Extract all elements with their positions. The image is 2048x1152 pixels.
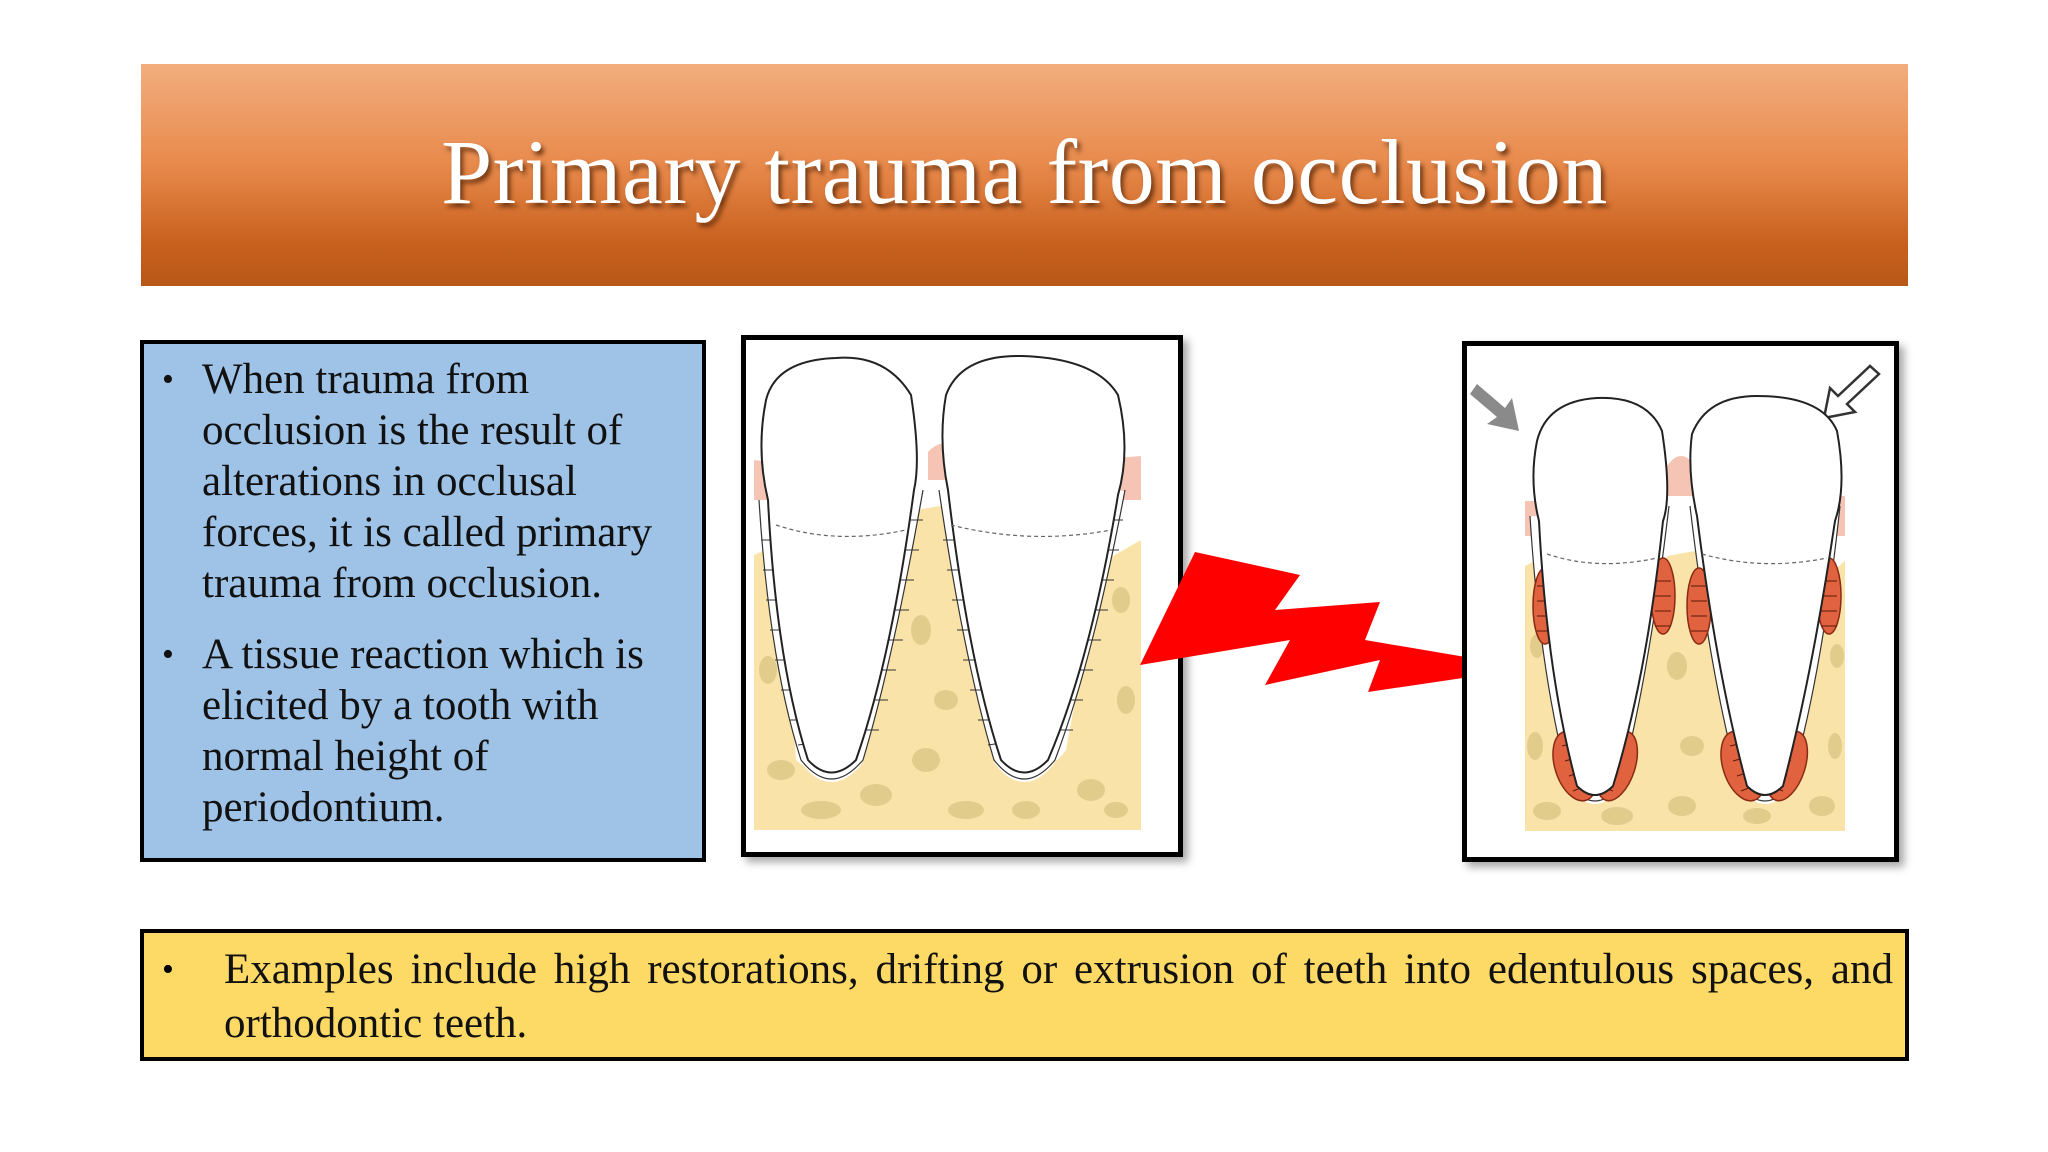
definition-bullet-1: • When trauma from occlusion is the resu… — [162, 354, 682, 609]
healthy-teeth-drawing — [754, 354, 1141, 830]
examples-box: • Examples include high restorations, dr… — [140, 929, 1909, 1061]
slide-title: Primary trauma from occlusion — [441, 121, 1608, 223]
examples-text: Examples include high restorations, drif… — [224, 946, 1893, 1047]
red-lightning-arrow-icon — [1140, 552, 1530, 692]
arrow-down-left-outline-icon — [1822, 364, 1881, 420]
definition-bullet-2: • A tissue reaction which is elicited by… — [162, 629, 682, 833]
arrow-down-right-gray-icon — [1470, 384, 1519, 431]
bullet-text: A tissue reaction which is elicited by a… — [202, 631, 644, 831]
title-banner: Primary trauma from occlusion — [141, 64, 1908, 286]
traumatized-teeth-drawing — [1470, 364, 1881, 831]
bullet-marker: • — [162, 361, 174, 398]
bullet-marker: • — [162, 951, 174, 988]
bullet-marker: • — [162, 636, 174, 673]
healthy-teeth-illustration — [741, 335, 1183, 857]
definition-box: • When trauma from occlusion is the resu… — [140, 340, 706, 862]
traumatized-teeth-illustration — [1462, 341, 1899, 862]
bullet-text: When trauma from occlusion is the result… — [202, 356, 653, 607]
